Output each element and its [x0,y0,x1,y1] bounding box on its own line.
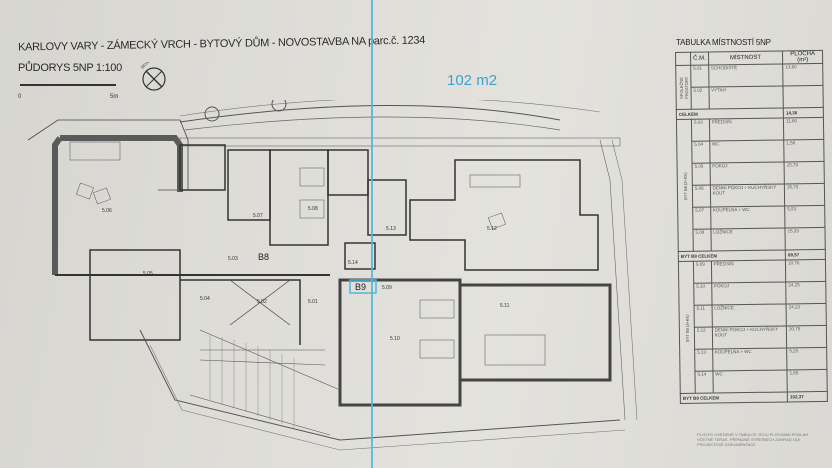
measurement-line [371,0,373,468]
table-row: 5.11 LOŽNICE 24,23 [679,303,827,328]
table-row: BYT B9 (3+KK) 5.09 PŘEDSÍŇ 10,76 [678,259,826,394]
room-label: 5.03 [228,256,238,262]
room-label: 5.09 [382,285,392,291]
room-label: 5.06 [102,208,112,214]
column-header: PLOCHA (m²) [782,50,823,64]
scale-end-label: 5m [110,94,119,100]
document-subtitle: PŮDORYS 5NP 1:100 [18,62,122,74]
room-table-title: TABULKA MÍSTNOSTÍ 5NP [676,38,771,47]
room-label: 5.04 [200,296,210,302]
section-label: BYT B8 (2+KK) [676,119,694,252]
table-row: 5.13 KOUPELNA + WC 5,20 [680,347,827,372]
unit-label-b8: B8 [258,252,269,262]
table-row: 5.06 DENNÍ POKOJ + KUCHYŇSKÝ KOUT 35,75 [677,183,825,208]
room-label: 5.07 [253,213,263,219]
table-sum-row: BYT B9 CELKEM 102,37 [680,391,828,404]
room-label: 5.08 [308,206,318,212]
table-row: 5.10 POKOJ 24,25 [679,281,827,306]
room-label: 5.01 [308,299,318,305]
room-label: 5.10 [390,336,400,342]
table-row: 5.12 DENNÍ POKOJ + KUCHYŇSKÝ KOUT 30,75 [679,325,827,350]
table-row: 5.07 KOUPELNA + WC 5,53 [678,205,825,230]
room-table: Č.M. MÍSTNOST PLOCHA (m²) SPOLEČNÉ PROST… [675,49,828,404]
table-row: SPOLEČNÉ PROSTORY 5.01 SCHODIŠTĚ 13,60 [675,63,823,110]
unit-label-b9: B9 [355,282,366,292]
section-label: BYT B9 (3+KK) [678,261,696,394]
room-label: 5.14 [348,260,358,266]
room-label: 5.11 [500,303,510,309]
table-row: 5.02 VÝTAH [676,85,824,110]
room-label: 5.13 [386,226,396,232]
room-label: 5.12 [487,226,497,232]
north-arrow-icon: SEVER [139,62,166,91]
room-table-header: TABULKA MÍSTNOSTÍ 5NP [668,38,828,47]
room-label: 5.02 [257,299,267,305]
table-footnote: PLOCHY UVEDENÉ V TABULCE JSOU PLOCHAMI P… [697,432,809,447]
table-row: 5.14 WC 1,65 [680,369,828,394]
section-label: SPOLEČNÉ PROSTORY [675,65,692,110]
table-row: BYT B8 (2+KK) 5.03 PŘEDSÍŇ 11,60 [676,117,824,252]
column-header: Č.M. [690,52,709,66]
area-annotation: 102 m2 [447,72,498,89]
room-label: 5.05 [143,271,153,277]
svg-text:SEVER: SEVER [139,62,152,70]
scale-start-label: 0 [18,94,22,100]
column-header: MÍSTNOST [708,50,783,66]
floor-plan: 5.06 5.05 5.03 5.04 5.02 5.01 5.07 5.08 … [27,100,638,451]
table-row: 5.05 POKOJ 15,79 [677,161,825,186]
table-row: 5.04 WC 1,58 [677,139,825,164]
table-header-row: Č.M. MÍSTNOST PLOCHA (m²) [675,50,823,66]
scale-bar [20,84,116,89]
table-row: 5.08 LOŽNICE 15,33 [678,227,826,252]
